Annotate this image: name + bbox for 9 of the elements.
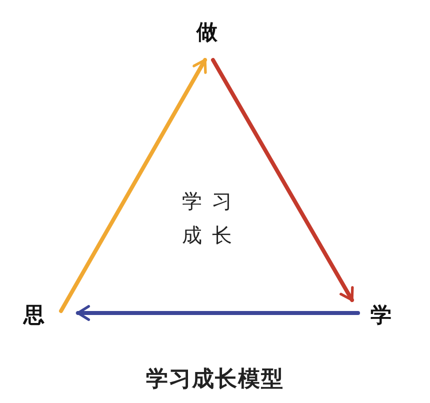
arrow	[76, 305, 360, 321]
center-label: 学习	[181, 188, 243, 215]
vertex-label: 做	[192, 17, 222, 47]
title: 学习成长模型	[145, 366, 285, 394]
vertex-label: 学	[366, 300, 396, 330]
arrow	[59, 58, 207, 313]
vertex-label: 思	[19, 300, 49, 330]
arrow	[211, 58, 354, 302]
center-label: 成长	[181, 222, 243, 249]
